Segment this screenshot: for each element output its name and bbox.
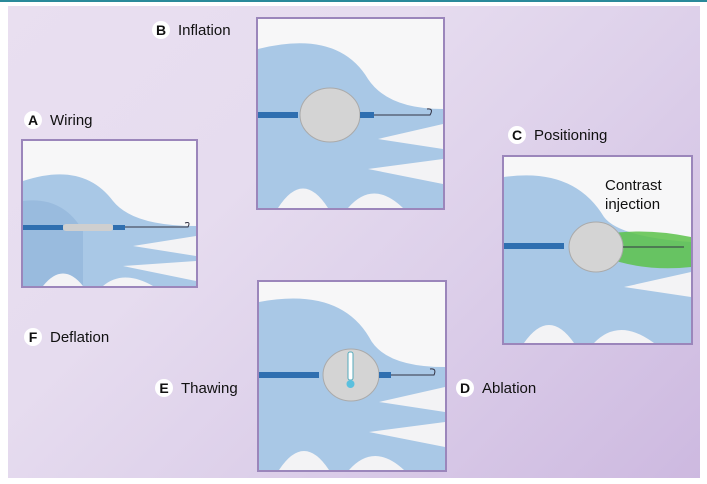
step-f-badge: F (24, 328, 42, 346)
vein-wiring-illustration (23, 174, 196, 286)
annotation-line-2: injection (605, 196, 661, 213)
panel-wiring (21, 139, 198, 288)
step-d-label: D Ablation (456, 379, 536, 397)
step-d-badge: D (456, 379, 474, 397)
step-a-label: A Wiring (24, 111, 93, 129)
panel-inflation (256, 17, 445, 210)
step-e-label: E Thawing (155, 379, 238, 397)
contrast-injection-annotation: Contrast injection (605, 176, 662, 214)
panel-ablation (257, 280, 447, 472)
step-a-badge: A (24, 111, 42, 129)
step-c-badge: C (508, 126, 526, 144)
vein-positioning-illustration (504, 175, 691, 343)
step-b-badge: B (152, 21, 170, 39)
annotation-line-1: Contrast (605, 177, 662, 194)
step-c-text: Positioning (534, 126, 608, 144)
step-d-text: Ablation (482, 379, 537, 397)
vein-inflation-illustration (258, 43, 443, 208)
step-a-text: Wiring (50, 111, 93, 129)
step-e-badge: E (155, 379, 173, 397)
step-f-label: F Deflation (24, 328, 109, 346)
panel-positioning (502, 155, 693, 345)
step-b-text: Inflation (178, 21, 231, 39)
vein-ablation-illustration (259, 298, 445, 470)
step-e-text: Thawing (181, 379, 238, 397)
step-b-label: B Inflation (152, 21, 231, 39)
step-f-text: Deflation (50, 328, 110, 346)
step-c-label: C Positioning (508, 126, 607, 144)
top-rule (0, 0, 707, 2)
